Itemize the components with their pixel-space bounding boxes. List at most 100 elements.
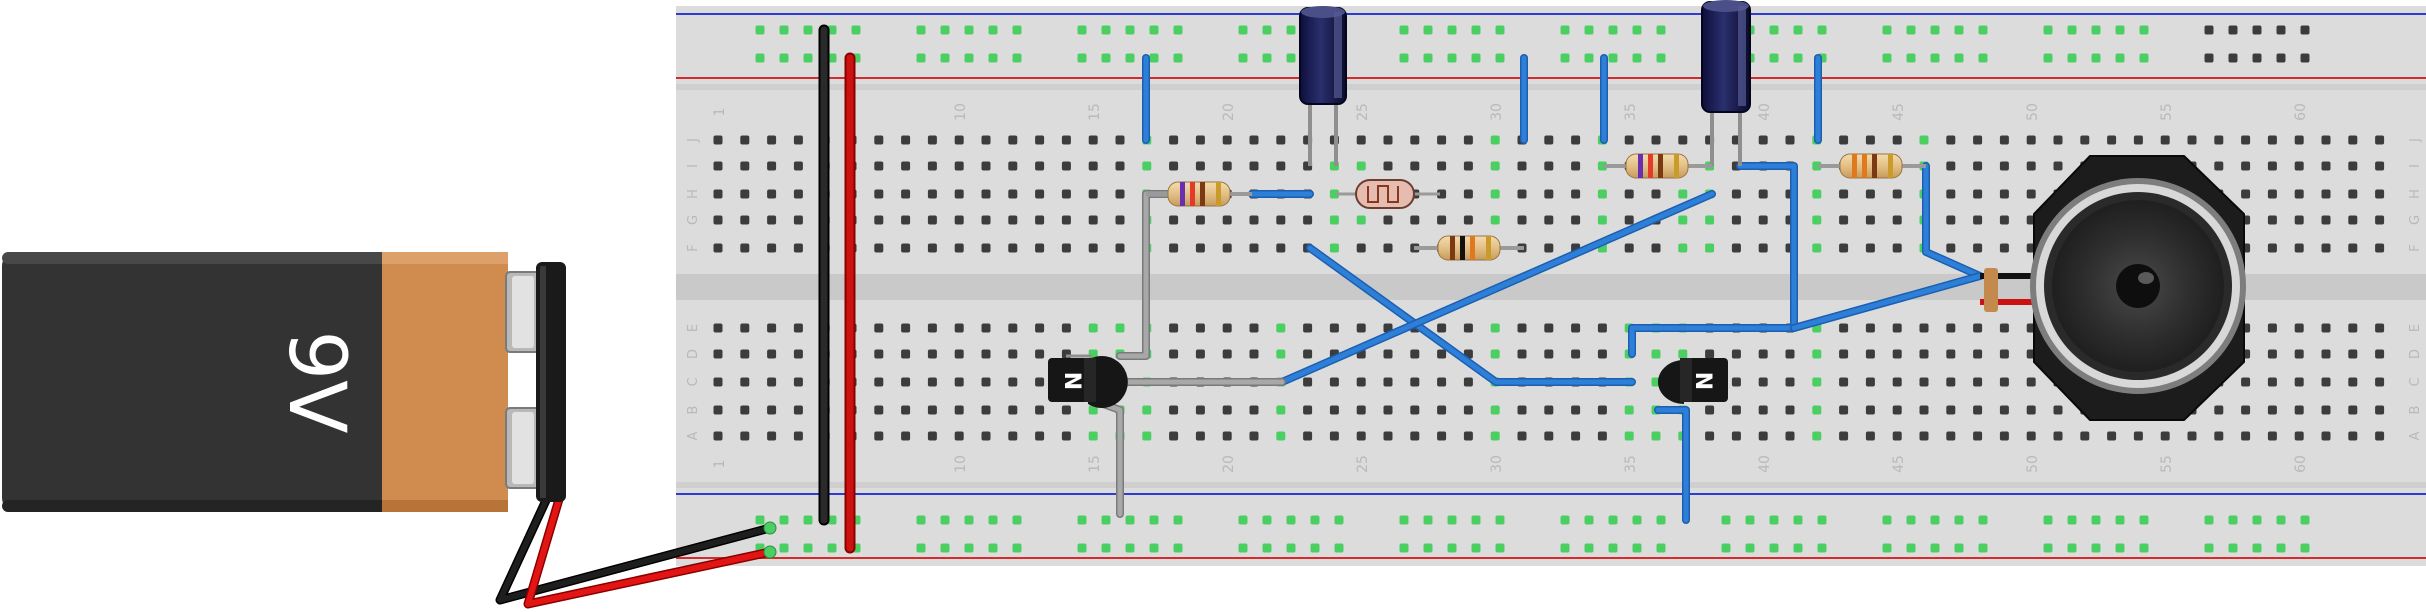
breadboard-hole <box>1624 189 1634 199</box>
breadboard-hole <box>803 543 813 553</box>
breadboard-hole <box>1978 515 1988 525</box>
breadboard-hole <box>740 215 750 225</box>
breadboard-hole <box>988 25 998 35</box>
breadboard-hole <box>793 431 803 441</box>
photoresistor <box>1336 179 1440 209</box>
breadboard-hole <box>1249 243 1259 253</box>
breadboard-hole <box>981 189 991 199</box>
breadboard-hole <box>1597 323 1607 333</box>
breadboard-hole <box>2375 349 2385 359</box>
upper-rail-separator <box>676 84 2426 90</box>
breadboard-hole <box>1517 431 1527 441</box>
breadboard-hole <box>2043 25 2053 35</box>
breadboard-hole <box>1238 515 1248 525</box>
breadboard-hole <box>2252 53 2262 63</box>
breadboard-hole <box>1125 543 1135 553</box>
lower-rail-separator <box>676 482 2426 488</box>
breadboard-hole <box>1584 53 1594 63</box>
breadboard-hole <box>1195 405 1205 415</box>
breadboard-hole <box>1839 377 1849 387</box>
breadboard-hole <box>1865 189 1875 199</box>
breadboard-hole <box>1656 515 1666 525</box>
breadboard-hole <box>1169 405 1179 415</box>
row-letter-label: A <box>2408 431 2423 440</box>
column-number-label: 45 <box>1891 455 1907 473</box>
breadboard-hole <box>2276 25 2286 35</box>
capacitor-2 <box>1701 0 1751 166</box>
breadboard-hole <box>1919 431 1929 441</box>
breadboard-hole <box>740 323 750 333</box>
breadboard-hole <box>1490 135 1500 145</box>
breadboard-hole <box>1222 215 1232 225</box>
breadboard-hole <box>767 405 777 415</box>
breadboard-hole <box>1544 161 1554 171</box>
breadboard-hole <box>2053 161 2063 171</box>
breadboard-hole <box>1793 543 1803 553</box>
breadboard-hole <box>1303 405 1313 415</box>
breadboard-hole <box>1517 323 1527 333</box>
breadboard-hole <box>901 377 911 387</box>
row-letter-label: H <box>686 189 701 199</box>
breadboard-hole <box>2214 161 2224 171</box>
breadboard-hole <box>1035 323 1045 333</box>
row-letter-label: F <box>686 244 701 251</box>
breadboard-hole <box>1008 215 1018 225</box>
breadboard-hole <box>2267 323 2277 333</box>
breadboard-hole <box>1892 323 1902 333</box>
breadboard-hole <box>981 377 991 387</box>
breadboard-hole <box>1035 349 1045 359</box>
breadboard-hole <box>1471 53 1481 63</box>
breadboard-hole <box>1865 323 1875 333</box>
breadboard-hole <box>1195 161 1205 171</box>
breadboard-hole <box>2080 431 2090 441</box>
breadboard-hole <box>964 515 974 525</box>
breadboard-hole <box>1310 543 1320 553</box>
breadboard-hole <box>1785 377 1795 387</box>
breadboard-hole <box>1286 25 1296 35</box>
breadboard-hole <box>1471 25 1481 35</box>
breadboard-hole <box>779 515 789 525</box>
breadboard-hole <box>1399 515 1409 525</box>
breadboard-hole <box>2241 377 2251 387</box>
breadboard-hole <box>767 377 777 387</box>
breadboard-hole <box>940 53 950 63</box>
breadboard-hole <box>1329 323 1339 333</box>
breadboard-hole <box>1410 405 1420 415</box>
breadboard-hole <box>2228 543 2238 553</box>
breadboard-hole <box>2160 135 2170 145</box>
breadboard-hole <box>1490 405 1500 415</box>
breadboard-hole <box>1410 161 1420 171</box>
breadboard-hole <box>1624 405 1634 415</box>
breadboard-hole <box>927 161 937 171</box>
breadboard-hole <box>1839 135 1849 145</box>
breadboard-hole <box>1303 431 1313 441</box>
breadboard-hole <box>1490 215 1500 225</box>
breadboard-hole <box>1624 135 1634 145</box>
breadboard-hole <box>2348 377 2358 387</box>
breadboard-hole <box>1423 53 1433 63</box>
column-number-label: 50 <box>2025 455 2041 473</box>
breadboard-hole <box>1651 189 1661 199</box>
breadboard-hole <box>1946 215 1956 225</box>
column-number-label: 15 <box>1087 103 1103 121</box>
column-number-label: 20 <box>1221 103 1237 121</box>
breadboard-hole <box>1262 25 1272 35</box>
row-letter-label: E <box>686 324 701 332</box>
breadboard-hole <box>954 215 964 225</box>
breadboard-hole <box>1490 349 1500 359</box>
breadboard-hole <box>1222 323 1232 333</box>
breadboard-hole <box>916 543 926 553</box>
breadboard-hole <box>1249 405 1259 415</box>
breadboard-hole <box>1222 349 1232 359</box>
breadboard-hole <box>1088 405 1098 415</box>
row-letter-label: J <box>686 138 701 143</box>
breadboard-hole <box>2214 431 2224 441</box>
breadboard-hole <box>2321 405 2331 415</box>
breadboard-hole <box>1077 53 1087 63</box>
breadboard-hole <box>1238 53 1248 63</box>
breadboard-hole <box>2115 515 2125 525</box>
breadboard-hole <box>2115 25 2125 35</box>
breadboard-hole <box>1463 161 1473 171</box>
breadboard-hole <box>713 431 723 441</box>
breadboard-hole <box>1169 431 1179 441</box>
